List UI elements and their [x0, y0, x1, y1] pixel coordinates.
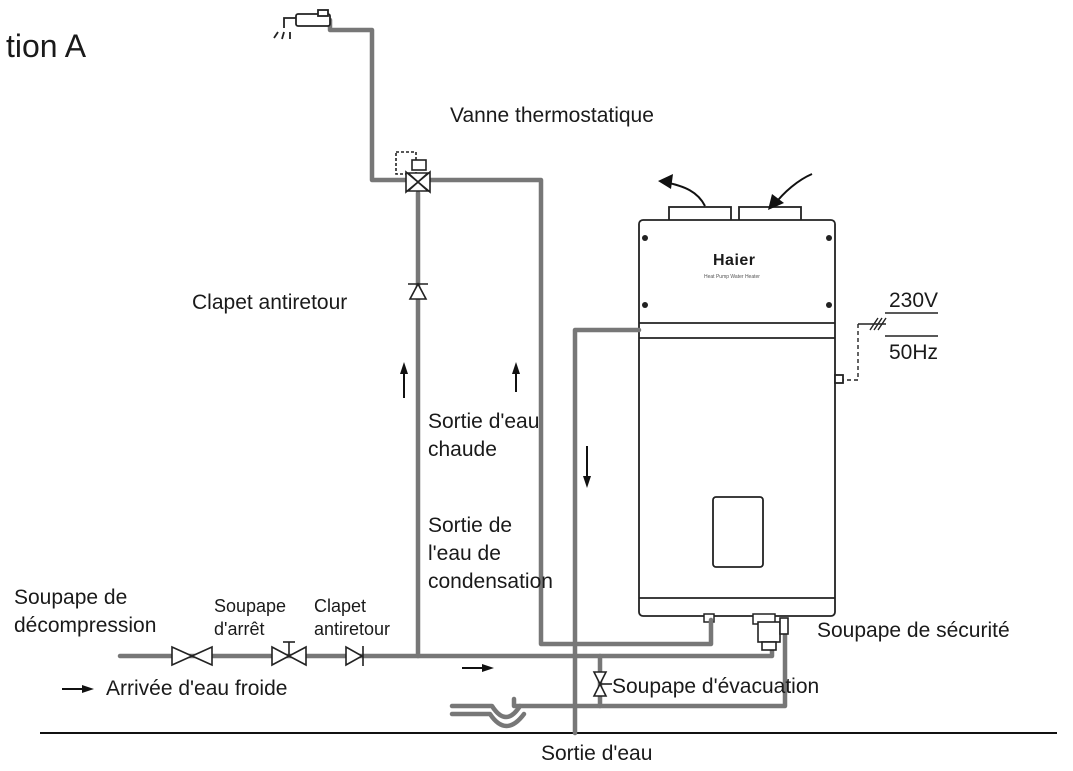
hot-water-outlet-label: Sortie d'eau chaude [428, 410, 540, 461]
stop-valve-label: Soupape d'arrêt [214, 596, 287, 639]
brand-logo: Haier [713, 252, 756, 269]
water-heater-unit [638, 206, 844, 617]
shower-icon [273, 9, 331, 40]
diagram-title: tion A [6, 28, 87, 64]
unit-screws [642, 235, 832, 308]
air-inlet-arrow-head [768, 194, 784, 210]
thermostatic-valve-icon [395, 151, 431, 194]
air-outlet-arrow-head [658, 174, 673, 189]
safety-valve-label: Soupape de sécurité [817, 619, 1010, 642]
flow-arrows [62, 362, 591, 693]
water-outlet-label: Sortie d'eau [541, 742, 653, 765]
decompression-valve-label: Soupape de décompression [14, 586, 157, 637]
electrical-connection [843, 312, 938, 381]
check-valve-horizontal-icon [345, 645, 364, 667]
drain-valve-label: Soupape d'évacuation [612, 675, 820, 698]
voltage-label: 230V [889, 289, 939, 312]
check-valve-vertical-icon [408, 282, 428, 300]
condensate-outlet-label: Sortie de l'eau de condensation [428, 514, 553, 593]
stop-valve-icon [271, 641, 307, 667]
cold-water-inlet-label: Arrivée d'eau froide [106, 677, 288, 700]
thermostatic-valve-label: Vanne thermostatique [450, 104, 654, 127]
decompression-valve-icon [171, 645, 213, 667]
check-valve-horizontal-label: Clapet antiretour [314, 596, 391, 639]
check-valve-vertical-label: Clapet antiretour [192, 291, 348, 314]
drain-valve-icon [592, 671, 612, 697]
frequency-label: 50Hz [889, 341, 939, 364]
brand-subtitle: Heat Pump Water Heater [704, 274, 760, 280]
safety-valve-icon [757, 617, 789, 651]
